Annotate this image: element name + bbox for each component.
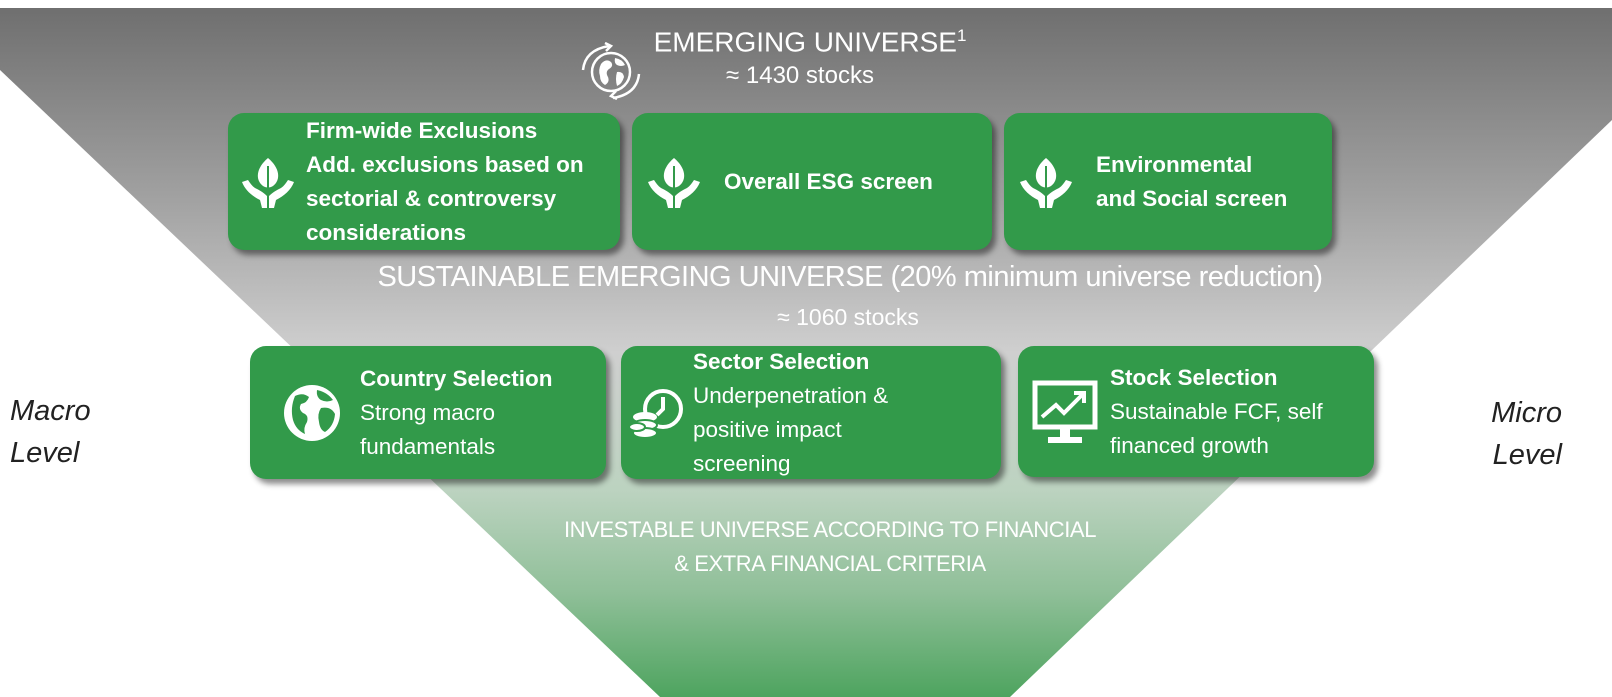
leaf-in-hands-icon (236, 150, 300, 214)
universe-count: ≈ 1430 stocks (726, 62, 874, 89)
investable-universe-label: INVESTABLE UNIVERSE ACCORDING TO FINANCI… (480, 513, 1180, 581)
globe-arrows-icon (575, 41, 647, 101)
macro-level-label: Macro Level (10, 390, 91, 474)
esg-box-exclusions: Firm-wide Exclusions Add. exclusions bas… (228, 113, 620, 250)
sector-selection-title: Sector Selection (693, 348, 870, 374)
coins-clock-icon (625, 381, 689, 445)
sustainable-universe-title: SUSTAINABLE EMERGING UNIVERSE (20% minim… (377, 261, 1323, 293)
investable-line-2: & EXTRA FINANCIAL CRITERIA (674, 551, 986, 576)
country-selection-box: Country Selection Strong macro fundament… (250, 346, 606, 479)
micro-level-label: Micro Level (1470, 392, 1562, 476)
exclusions-line-4: considerations (306, 219, 467, 245)
esg-box-env-social: Environmental and Social screen (1004, 113, 1332, 250)
stock-selection-line-2: financed growth (1110, 432, 1269, 458)
universe-title-text: EMERGING UNIVERSE (653, 26, 957, 58)
sustainable-universe-count: ≈ 1060 stocks (777, 304, 919, 330)
sector-selection-line-3: screening (693, 450, 791, 476)
exclusions-line-3: sectorial & controversy (306, 185, 557, 211)
env-social-line-2: and Social screen (1096, 185, 1288, 211)
stock-selection-box: Stock Selection Sustainable FCF, self fi… (1018, 346, 1374, 477)
micro-label-line-1: Micro (1491, 397, 1562, 429)
country-selection-line-1: Strong macro (360, 399, 496, 425)
universe-title: EMERGING UNIVERSE1 (620, 18, 1000, 60)
investable-line-1: INVESTABLE UNIVERSE ACCORDING TO FINANCI… (563, 517, 1097, 542)
micro-label-line-2: Level (1492, 439, 1562, 471)
sector-selection-box: Sector Selection Underpenetration & posi… (621, 346, 1001, 479)
exclusions-line-2: Add. exclusions based on (306, 151, 584, 177)
sector-selection-line-2: positive impact (693, 416, 842, 442)
exclusions-line-1: Firm-wide Exclusions (306, 117, 538, 143)
leaf-in-hands-icon (642, 150, 706, 214)
macro-label-line-2: Level (10, 437, 80, 469)
leaf-in-hands-icon (1014, 150, 1078, 214)
macro-label-line-1: Macro (10, 395, 91, 427)
monitor-chart-icon (1032, 377, 1098, 447)
sector-selection-line-1: Underpenetration & (693, 382, 889, 408)
env-social-line-1: Environmental (1096, 151, 1253, 177)
esg-box-overall: Overall ESG screen (632, 113, 992, 250)
stock-selection-line-1: Sustainable FCF, self (1110, 398, 1323, 424)
globe-icon (280, 381, 344, 445)
stock-selection-title: Stock Selection (1110, 364, 1278, 390)
country-selection-title: Country Selection (360, 365, 553, 391)
footnote-marker: 1 (956, 26, 967, 45)
country-selection-line-2: fundamentals (360, 433, 496, 459)
overall-esg-line-1: Overall ESG screen (724, 168, 933, 194)
